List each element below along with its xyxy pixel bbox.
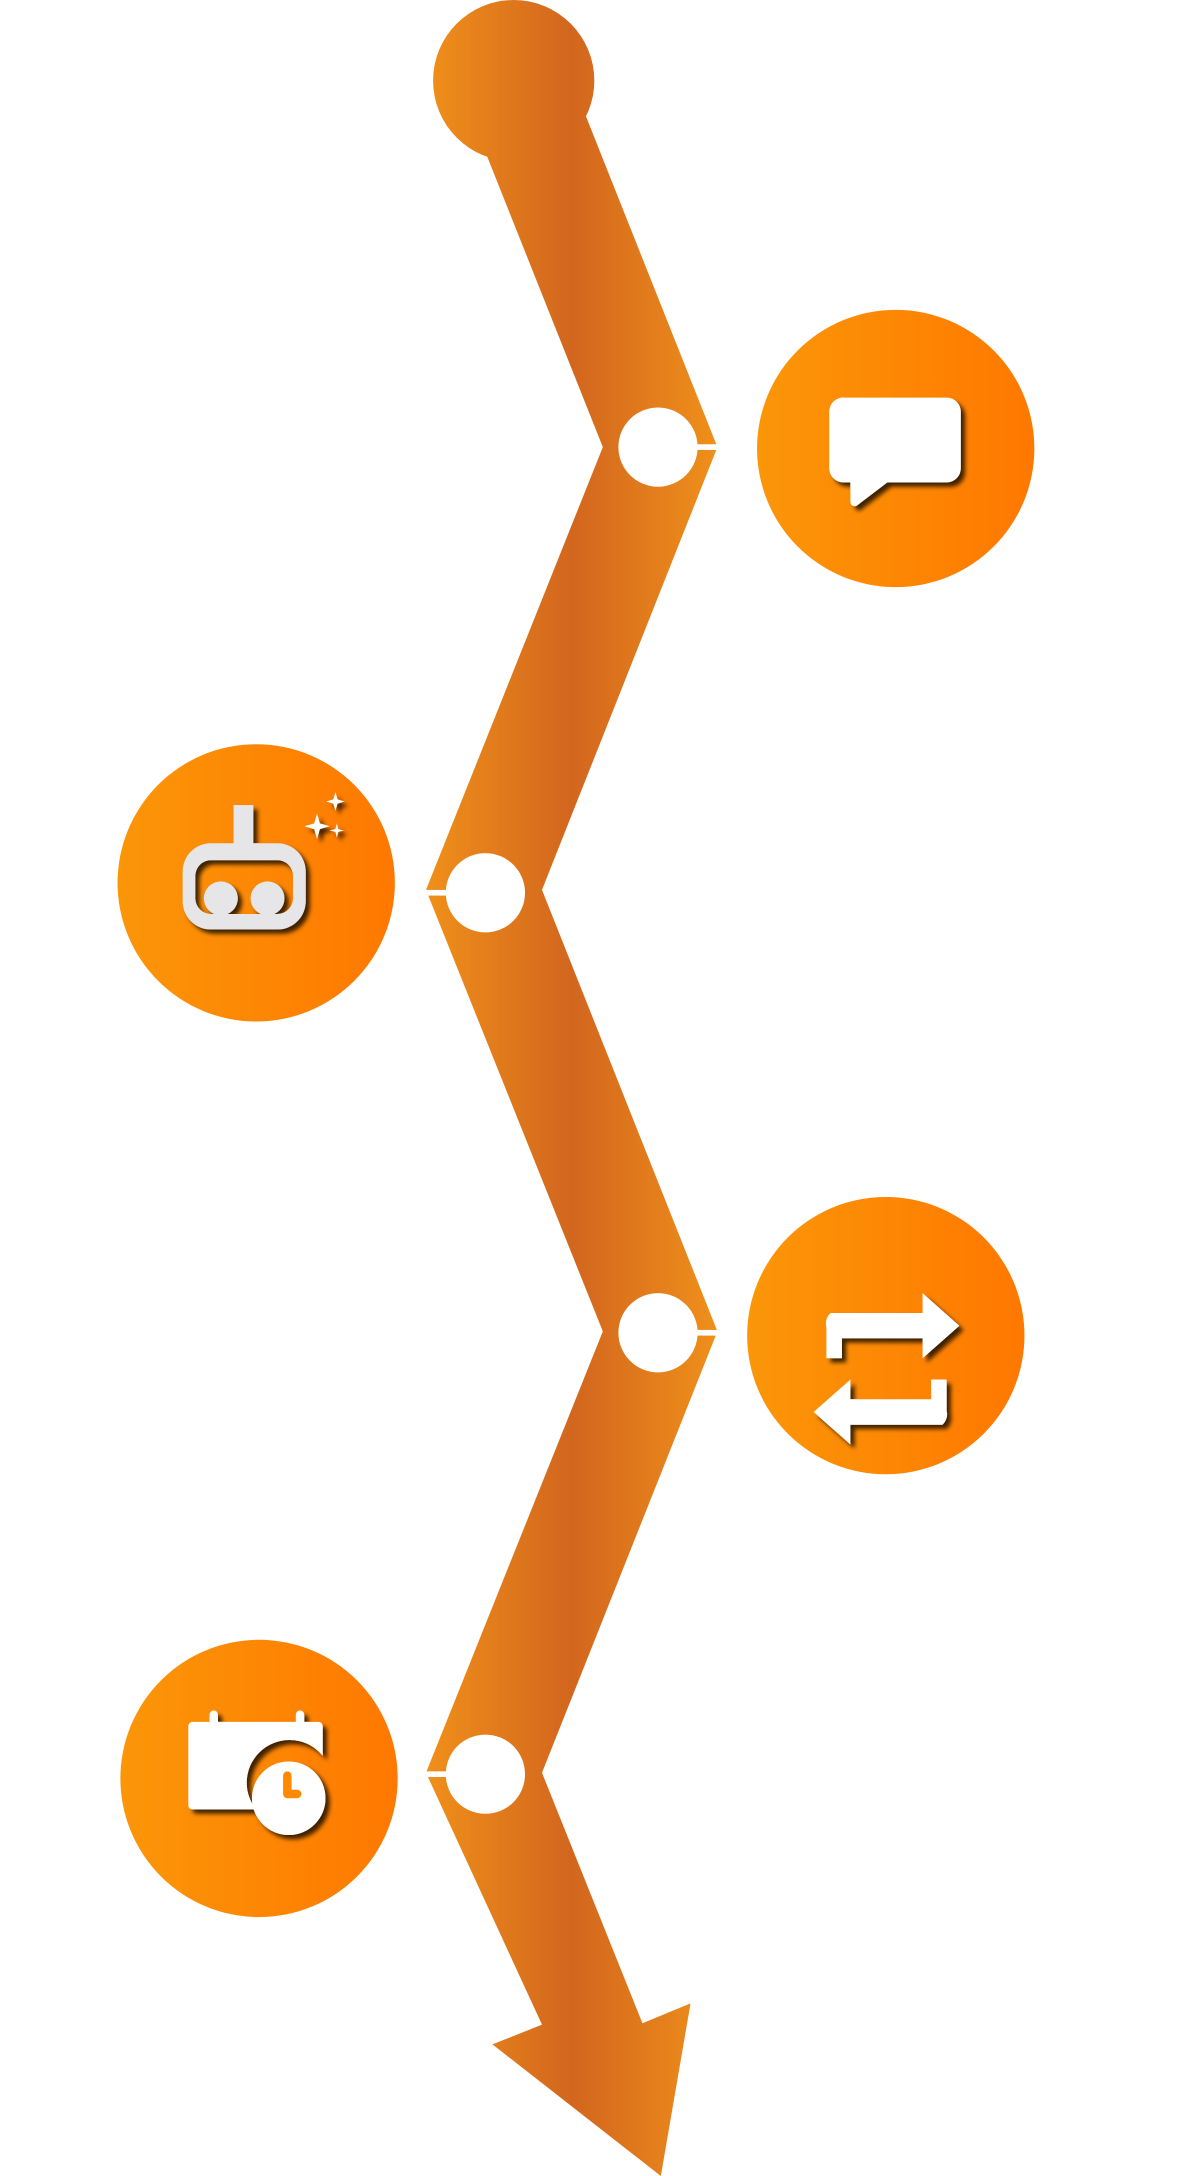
timeline-start-cap — [433, 0, 595, 162]
milestone-dot-1 — [618, 407, 719, 487]
step-badge-3 — [747, 1196, 1025, 1475]
step-badge-2 — [117, 744, 395, 1022]
zigzag-arrow — [425, 116, 718, 2176]
calendar-clock-icon — [188, 1710, 326, 1836]
step-badge-4 — [120, 1639, 398, 1918]
milestone-dot-2 — [424, 853, 526, 933]
timeline-path — [425, 0, 718, 2176]
step-badge-1 — [757, 309, 1035, 588]
milestone-dot-3 — [618, 1293, 719, 1373]
chat-bubble-icon — [829, 397, 961, 507]
swap-arrows-icon — [813, 1293, 960, 1445]
robot-sparkle-icon — [182, 792, 345, 930]
milestone-dot-4 — [424, 1734, 526, 1814]
